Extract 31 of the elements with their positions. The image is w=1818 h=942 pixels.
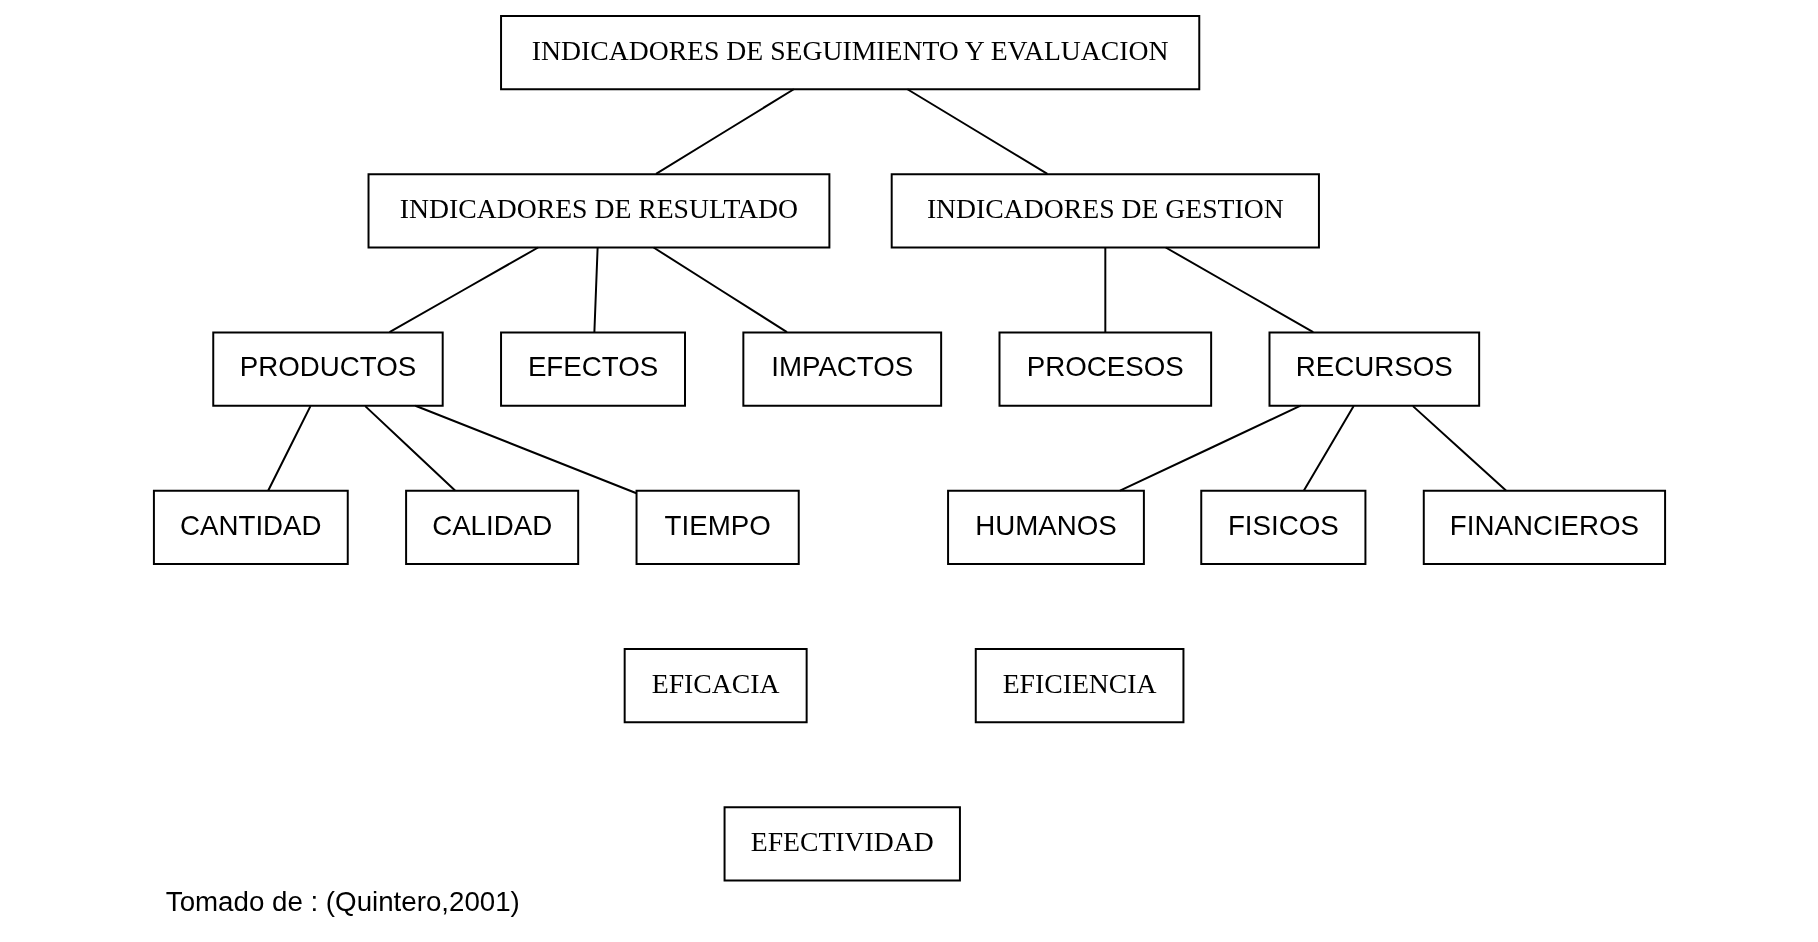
connector [1103, 246, 1106, 334]
connector [905, 88, 1048, 175]
connector [413, 404, 637, 495]
connector [388, 246, 539, 334]
node-box: EFECTOS [499, 331, 686, 407]
node-box: FISICOS [1199, 489, 1366, 565]
connector [654, 88, 795, 175]
connector [1118, 404, 1302, 492]
connector [363, 405, 456, 492]
node-box: EFICIENCIA [974, 648, 1184, 724]
connector [592, 246, 599, 334]
node-box: HUMANOS [946, 489, 1145, 565]
node-box: CANTIDAD [152, 489, 349, 565]
node-box: IMPACTOS [741, 331, 942, 407]
node-box: CALIDAD [404, 489, 579, 565]
node-box: TIEMPO [635, 489, 800, 565]
caption: Tomado de : (Quintero,2001) [165, 885, 520, 917]
node-box: PRODUCTOS [211, 331, 444, 407]
connector [266, 405, 311, 492]
connector [1411, 405, 1507, 492]
node-box: INDICADORES DE RESULTADO [367, 173, 830, 249]
node-box: PROCESOS [998, 331, 1212, 407]
node-box: INDICADORES DE GESTION [890, 173, 1320, 249]
node-box: FINANCIEROS [1422, 489, 1666, 565]
node-box: RECURSOS [1268, 331, 1480, 407]
node-box: EFICACIA [623, 648, 808, 724]
connector [652, 246, 788, 334]
node-box: INDICADORES DE SEGUIMIENTO Y EVALUACION [499, 15, 1200, 91]
connector [1164, 246, 1314, 334]
node-box: EFECTIVIDAD [723, 806, 961, 882]
connector [1302, 405, 1355, 492]
